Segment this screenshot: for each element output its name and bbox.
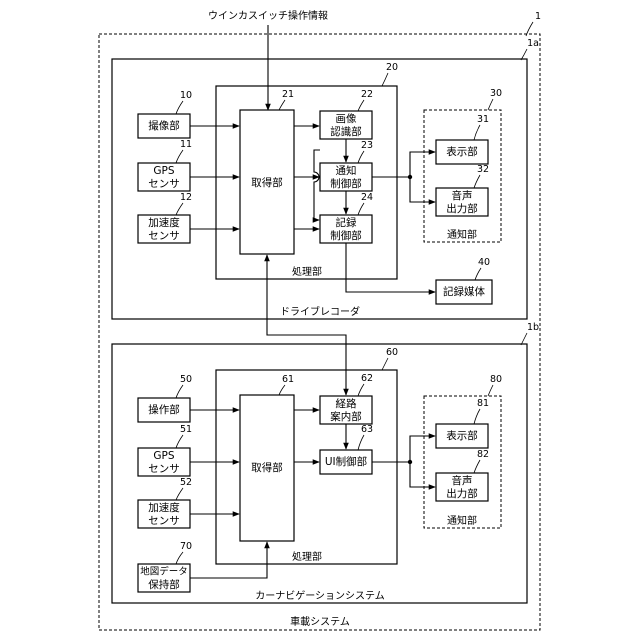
dr-storage-media-ref: 40 xyxy=(478,257,490,268)
dr-display-label: 表示部 xyxy=(446,145,478,158)
dr-audio-leader xyxy=(474,175,480,188)
dr-acquisition-ref: 21 xyxy=(282,89,294,100)
cn-ui-control-leader xyxy=(358,435,364,450)
cn-notification-label: 通知部 xyxy=(447,514,477,527)
cn-notification-ref: 80 xyxy=(490,374,502,385)
dr-notify-control-line2: 制御部 xyxy=(330,177,362,190)
turn-signal-input-label: ウインカスイッチ操作情報 xyxy=(208,9,328,22)
dr-accel-leader xyxy=(176,203,183,215)
cn-operation-leader xyxy=(176,385,183,398)
dr-notification-label: 通知部 xyxy=(447,228,477,241)
cn-processing-ref: 60 xyxy=(386,347,398,358)
dr-accel-line1: 加速度 xyxy=(148,216,180,229)
cn-ui-control-label: UI制御部 xyxy=(325,455,367,468)
vehicle-system-ref: 1 xyxy=(535,11,541,22)
dr-image-recognition-line2: 認識部 xyxy=(330,125,362,138)
dr-image-recognition-ref: 22 xyxy=(361,89,373,100)
dr-processing-leader xyxy=(382,73,388,86)
dr-display-ref: 31 xyxy=(477,114,489,125)
cn-notification-leader xyxy=(488,385,493,396)
dr-notify-control-leader xyxy=(358,151,364,163)
cn-junction-to-display xyxy=(410,436,435,462)
cn-audio-line1: 音声 xyxy=(452,474,473,487)
dr-accel-ref: 12 xyxy=(180,192,192,203)
cn-map-data-leader xyxy=(176,552,183,564)
dr-notification-ref: 30 xyxy=(490,88,502,99)
dr-storage-media-leader xyxy=(475,268,481,280)
dr-notification-frame xyxy=(424,110,501,242)
cn-operation-label: 操作部 xyxy=(148,403,180,416)
dr-record-control-leader xyxy=(358,203,364,215)
cn-gps-line2: センサ xyxy=(148,463,180,475)
dr-camera-label: 撮像部 xyxy=(148,119,180,132)
dr-gps-line2: センサ xyxy=(148,178,180,190)
cn-display-leader xyxy=(474,409,480,424)
cn-processing-leader xyxy=(382,358,388,370)
dr-audio-line1: 音声 xyxy=(452,189,473,202)
dr-image-recognition-to-record-control xyxy=(314,150,320,220)
cn-gps-leader xyxy=(176,435,183,448)
cn-route-guidance-line2: 案内部 xyxy=(330,410,362,423)
dr-record-control-line2: 制御部 xyxy=(330,229,362,242)
dr-image-recognition-leader xyxy=(358,100,364,111)
cn-route-guidance-leader xyxy=(358,384,364,396)
cn-operation-ref: 50 xyxy=(180,374,192,385)
dr-notify-control-ref: 23 xyxy=(361,140,373,151)
dr-storage-media-label: 記録媒体 xyxy=(443,285,485,298)
dr-junction-to-audio xyxy=(410,177,435,202)
cn-accel-line2: センサ xyxy=(148,515,180,527)
cn-acquisition-label: 取得部 xyxy=(251,461,283,474)
dr-record-control-line1: 記録 xyxy=(336,216,357,229)
cn-acquisition-leader xyxy=(279,385,285,395)
dr-acquisition-label: 取得部 xyxy=(251,176,283,189)
drive-recorder-label: ドライブレコーダ xyxy=(280,305,360,318)
cn-audio-leader xyxy=(474,460,480,473)
cn-map-data-line2: 保持部 xyxy=(148,578,180,591)
cn-acquisition-ref: 61 xyxy=(282,374,294,385)
cn-gps-ref: 51 xyxy=(180,424,192,435)
dr-gps-ref: 11 xyxy=(180,139,192,150)
drive-recorder-ref: 1a xyxy=(527,38,539,49)
cn-display-label: 表示部 xyxy=(446,429,478,442)
cn-processing-label: 処理部 xyxy=(292,550,322,563)
cn-map-data-to-acquisition xyxy=(190,542,267,578)
cn-accel-leader xyxy=(176,488,183,500)
vehicle-system-label: 車載システム xyxy=(290,615,350,628)
dr-junction-to-display xyxy=(410,152,435,177)
car-navigation-label: カーナビゲーションシステム xyxy=(255,590,385,602)
dr-accel-line2: センサ xyxy=(148,230,180,242)
dr-camera-leader xyxy=(176,101,183,114)
cn-map-data-line1: 地図データ xyxy=(140,566,188,578)
dr-display-leader xyxy=(474,125,480,140)
cn-map-data-ref: 70 xyxy=(180,541,192,552)
dr-record-control-ref: 24 xyxy=(361,192,373,203)
cn-gps-line1: GPS xyxy=(153,450,174,462)
dr-record-control-to-storage-media xyxy=(346,243,435,292)
cn-audio-ref: 82 xyxy=(477,449,489,460)
dr-processing-label: 処理部 xyxy=(292,265,322,278)
dr-image-recognition-line1: 画像 xyxy=(336,113,357,125)
cn-ui-control-ref: 63 xyxy=(361,424,373,435)
drive-recorder-leader xyxy=(521,49,527,60)
cn-junction-to-audio xyxy=(410,462,435,487)
dr-camera-ref: 10 xyxy=(180,90,192,101)
dr-processing-ref: 20 xyxy=(386,62,398,73)
dr-audio-line2: 出力部 xyxy=(446,202,478,215)
cn-route-guidance-line1: 経路 xyxy=(336,397,357,410)
cn-route-guidance-ref: 62 xyxy=(361,373,373,384)
car-navigation-leader xyxy=(521,333,527,345)
dr-notify-control-line1: 通知 xyxy=(336,164,357,177)
cn-display-ref: 81 xyxy=(477,398,489,409)
dr-audio-ref: 32 xyxy=(477,164,489,175)
cn-accel-line1: 加速度 xyxy=(148,501,180,514)
dr-gps-leader xyxy=(176,150,183,163)
car-navigation-ref: 1b xyxy=(527,322,539,333)
dr-notification-leader xyxy=(488,99,493,110)
dr-gps-line1: GPS xyxy=(153,165,174,177)
cn-accel-ref: 52 xyxy=(180,477,192,488)
cn-notification-frame xyxy=(424,396,501,528)
dr-acquisition-leader xyxy=(279,100,285,110)
cn-audio-line2: 出力部 xyxy=(446,487,478,500)
